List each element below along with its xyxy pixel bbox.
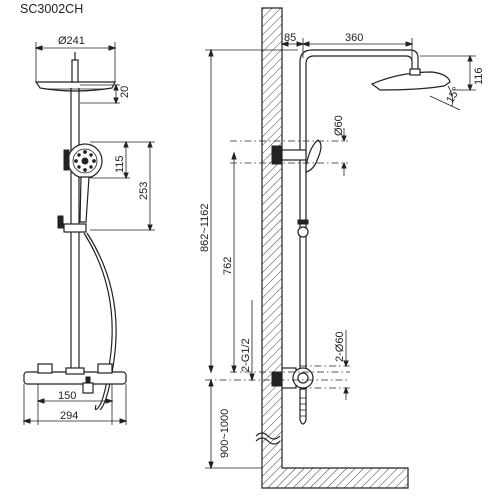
model-title: SC3002CH	[20, 2, 83, 16]
overhead-arm	[299, 49, 419, 372]
dim-spout-offset: 150	[58, 390, 76, 402]
front-view: Ø241 20	[22, 35, 155, 425]
dim-head-angle: 15°	[444, 85, 463, 105]
dim-height-range: 862~1162	[199, 204, 211, 252]
side-view: 85 360 116 15° Ø60	[199, 7, 485, 489]
dim-rail-height: 762	[222, 257, 234, 275]
rain-shower-head	[34, 81, 116, 92]
dim-hand-shower-height: 253	[138, 182, 150, 200]
dim-arm-length: 360	[345, 32, 363, 44]
dim-hand-shower-offset: 115	[114, 155, 126, 173]
wall-section	[261, 7, 409, 489]
hand-shower-holder	[305, 139, 322, 173]
dim-mixer-width: 294	[60, 410, 78, 422]
rain-head-profile	[370, 71, 451, 91]
dim-mount-height: 900~1000	[219, 409, 231, 458]
thermostatic-mixer	[23, 363, 127, 394]
dim-wall-offset: 85	[284, 32, 296, 44]
slider-bracket	[63, 223, 87, 233]
slider-knob	[297, 226, 309, 238]
dim-head-height: 20	[119, 86, 131, 98]
hand-shower	[63, 143, 103, 223]
dim-head-diameter: Ø241	[58, 35, 85, 47]
dim-head-drop: 116	[473, 67, 485, 85]
spout	[299, 388, 307, 425]
dim-inlet-diameter: 2-Ø60	[334, 331, 346, 362]
dim-bracket-diameter: Ø60	[333, 115, 345, 136]
wall-bracket	[281, 149, 307, 161]
dim-inlet-thread: 2-G1/2	[240, 338, 252, 372]
